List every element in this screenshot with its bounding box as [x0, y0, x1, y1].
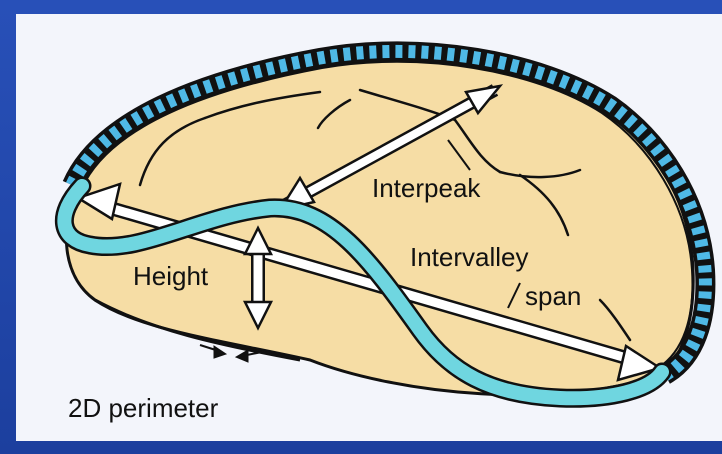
height-label: Height [133, 261, 209, 291]
perimeter-label: 2D perimeter [68, 393, 219, 423]
span-label: span [525, 281, 581, 311]
interpeak-label: Interpeak [372, 173, 481, 203]
intervalley-label: Intervalley [410, 242, 529, 272]
